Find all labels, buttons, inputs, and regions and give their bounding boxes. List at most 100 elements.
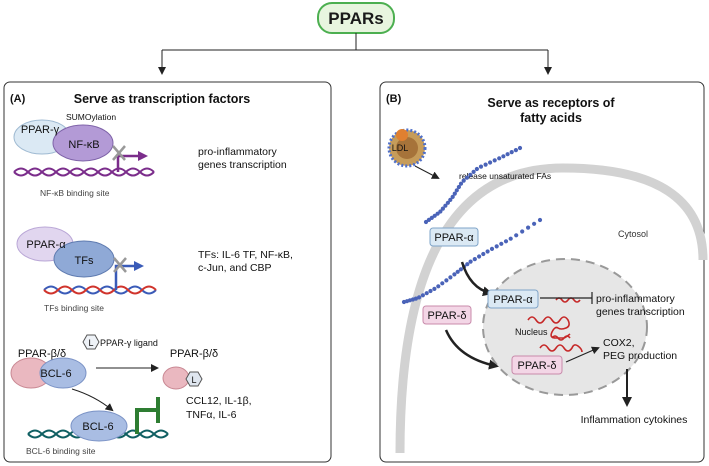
beta-effect-line2: TNFα, IL-6 bbox=[186, 409, 237, 421]
fatty-acid-bead bbox=[465, 262, 470, 267]
panel-b-heading-line1: Serve as receptors of bbox=[487, 96, 615, 110]
ppar-alpha-label: PPAR-α bbox=[26, 239, 66, 251]
fatty-acid-bead bbox=[461, 178, 466, 183]
fatty-acid-bead bbox=[435, 211, 440, 216]
fatty-acid-bead bbox=[443, 203, 448, 208]
fatty-acid-bead bbox=[450, 194, 455, 199]
fatty-acid-bead bbox=[468, 259, 473, 264]
tss-arrow-alpha bbox=[114, 264, 136, 290]
fatty-acid-chains bbox=[401, 145, 543, 305]
tss-arrowhead-gamma bbox=[138, 151, 148, 161]
alpha-inhibition-line bbox=[540, 292, 593, 304]
alpha-effect-line1: pro-inflammatory bbox=[596, 293, 676, 305]
fatty-acid-bead bbox=[488, 160, 493, 165]
fatty-acid-bead bbox=[432, 286, 437, 291]
fatty-acid-bead bbox=[468, 172, 473, 177]
fatty-acid-bead bbox=[444, 278, 449, 283]
cytosol-label: Cytosol bbox=[618, 229, 648, 239]
fatty-acid-bead bbox=[478, 164, 484, 169]
panel-b-heading-line2: fatty acids bbox=[520, 111, 582, 125]
dna-helix-tfs bbox=[43, 285, 157, 295]
fatty-acid-bead bbox=[483, 162, 488, 167]
ppar-delta-box-label: PPAR-δ bbox=[428, 310, 467, 322]
tfs-site-label: TFs binding site bbox=[44, 303, 104, 313]
fatty-acid-bead bbox=[458, 267, 463, 272]
tss-arrowhead-alpha bbox=[134, 261, 144, 271]
bound-ligand-symbol: L bbox=[191, 375, 196, 385]
panel-b: (B) Serve as receptors of fatty acids Cy… bbox=[379, 81, 708, 463]
nfkb-label: NF-κB bbox=[68, 139, 99, 151]
fatty-acid-bead bbox=[501, 154, 506, 159]
title-connectors bbox=[158, 33, 552, 75]
fatty-acid-bead bbox=[492, 158, 497, 163]
panel-a-label: (A) bbox=[10, 93, 26, 105]
fatty-acid-bead bbox=[509, 150, 514, 155]
ppar-delta-box bbox=[422, 305, 472, 325]
fatty-acid-bead bbox=[520, 229, 525, 234]
fatty-acid-bead bbox=[423, 219, 429, 225]
bcl6-repressor-label: BCL-6 bbox=[82, 421, 113, 433]
fatty-acid-bead bbox=[471, 169, 476, 174]
fatty-acid-bead bbox=[474, 166, 479, 172]
gamma-effect-line1: pro-inflammatory bbox=[198, 146, 278, 158]
fatty-acid-bead bbox=[455, 269, 460, 274]
repression-bar bbox=[135, 397, 160, 434]
fatty-acid-bead bbox=[499, 241, 504, 246]
ligand-hex bbox=[82, 334, 100, 350]
tfs-label: TFs bbox=[75, 255, 94, 267]
fatty-acid-bead bbox=[464, 175, 470, 180]
ppar-delta-nuclear-label: PPAR-δ bbox=[518, 360, 557, 372]
ligand-label: PPAR-γ ligand bbox=[100, 338, 158, 348]
ppar-alpha-box bbox=[429, 227, 479, 247]
delta-translocation-arrow bbox=[444, 329, 499, 370]
bcl6-protein bbox=[39, 357, 87, 389]
block-x-gamma bbox=[112, 145, 126, 161]
alpha-effect-line2: genes transcription bbox=[596, 306, 685, 318]
ppar-gamma-label: PPAR-γ bbox=[21, 124, 60, 136]
fatty-acid-bead bbox=[417, 295, 422, 300]
fatty-acid-bead bbox=[505, 152, 510, 157]
fatty-acid-bead bbox=[514, 233, 519, 238]
cell-membrane bbox=[395, 163, 708, 454]
fatty-acid-bead bbox=[426, 217, 431, 222]
fatty-acid-bead bbox=[481, 251, 486, 257]
fatty-acid-bead bbox=[508, 236, 513, 241]
alpha-translocation-arrow bbox=[460, 261, 493, 297]
fatty-acid-bead bbox=[494, 244, 499, 249]
fatty-acid-bead bbox=[458, 181, 464, 186]
fatty-acid-bead bbox=[526, 225, 531, 230]
fatty-acid-bead bbox=[456, 184, 461, 190]
panel-a-border bbox=[3, 81, 332, 463]
panel-a-heading: Serve as transcription factors bbox=[74, 92, 251, 106]
alpha-effect-line1: TFs: IL-6 TF, NF-κB, bbox=[198, 249, 293, 261]
alpha-effect-line2: c-Jun, and CBP bbox=[198, 262, 272, 274]
fatty-acid-bead bbox=[503, 239, 509, 244]
fatty-acid-bead bbox=[420, 293, 425, 298]
release-arrow bbox=[414, 165, 440, 179]
fatty-acid-bead bbox=[448, 275, 453, 280]
fatty-acid-bead bbox=[436, 284, 441, 289]
ppar-alpha-nuclear-label: PPAR-α bbox=[493, 294, 533, 306]
block-x-alpha bbox=[113, 257, 127, 273]
gamma-effect-line2: genes transcription bbox=[198, 159, 287, 171]
fatty-acid-bead bbox=[432, 213, 437, 218]
fatty-acid-bead bbox=[513, 148, 519, 153]
bound-beta-label: PPAR-β/δ bbox=[170, 348, 218, 360]
ldl-label: LDL bbox=[392, 143, 409, 153]
fatty-acid-bead bbox=[532, 221, 537, 226]
panel-b-label: (B) bbox=[386, 93, 402, 105]
bound-beta-protein bbox=[162, 366, 190, 390]
fatty-acid-bead bbox=[452, 272, 457, 277]
alpha-tfs-group: PPAR-α TFs TFs binding site TFs: IL-6 TF… bbox=[16, 226, 293, 313]
beta-bcl6-group: PPAR-β/δ BCL-6 L PPAR-γ ligand PPAR-β/δ … bbox=[10, 334, 252, 456]
ligand-symbol: L bbox=[88, 338, 93, 348]
delta-effect-line2: PEG production bbox=[603, 350, 677, 362]
nfkb-site-label: NF-κB binding site bbox=[40, 188, 110, 198]
nucleus bbox=[482, 258, 648, 396]
fatty-acid-bead bbox=[440, 281, 445, 286]
title-group: PPARs bbox=[317, 2, 395, 34]
beta-effect-line1: CCL12, IL-1β, bbox=[186, 395, 252, 407]
ppar-delta-nuclear-box bbox=[511, 355, 563, 375]
